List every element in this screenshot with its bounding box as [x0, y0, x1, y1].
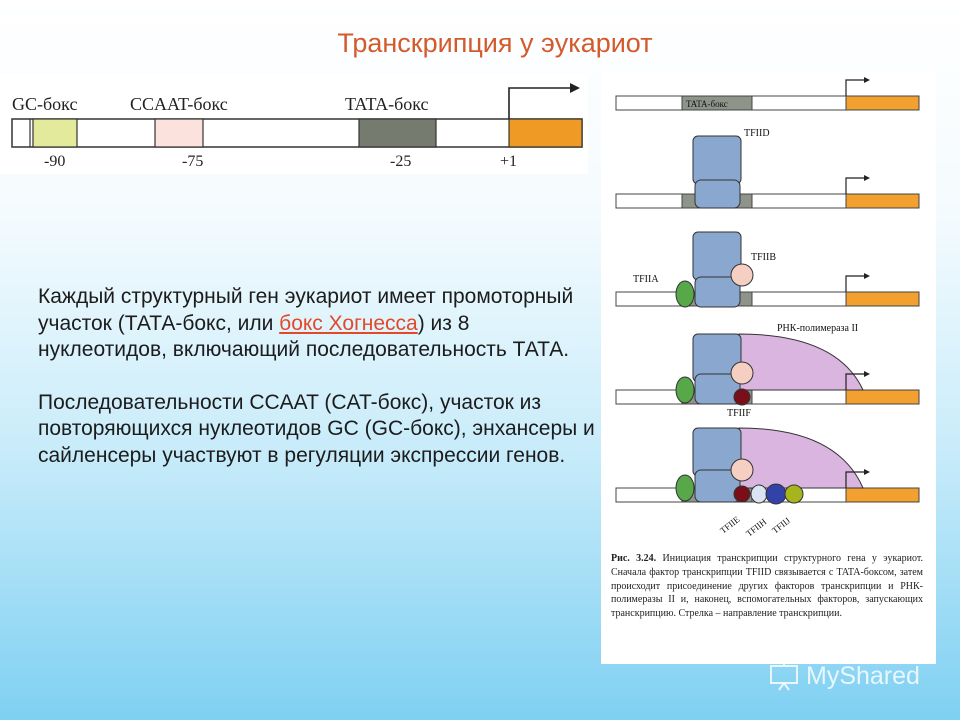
presentation-icon	[770, 662, 798, 691]
fig-tata-label: TATA-бокс	[686, 99, 728, 109]
body-text: Каждый структурный ген эукариот имеет пр…	[38, 284, 598, 469]
tfiia-shape	[675, 280, 695, 308]
ccaat-box	[154, 118, 204, 148]
fig-tfiif-label: TFIIF	[727, 408, 751, 419]
fig-tfiid-label: TFIID	[744, 128, 770, 139]
tata-box	[358, 118, 437, 148]
gc-box-label: GC-бокс	[12, 94, 77, 114]
caption-label: Рис. 3.24.	[611, 553, 657, 564]
row-3: TFIIB TFIIA	[615, 231, 920, 308]
watermark: MyShared	[768, 658, 944, 694]
row-5: TFIIE TFIIH TFIIJ	[615, 427, 920, 539]
paragraph-tata-text-a: Каждый структурный ген эукариот имеет пр…	[38, 285, 574, 335]
tfiib-shape	[730, 263, 754, 287]
tfiid-shape	[692, 135, 742, 185]
pos-tata: -25	[390, 153, 411, 170]
row-2: TFIID	[615, 128, 920, 209]
transcription-start	[508, 118, 583, 148]
transcription-arrow-icon	[508, 87, 572, 119]
hogness-box-link[interactable]: бокс Хогнесса	[279, 311, 418, 335]
paragraph-tata-text-b: ) из 8 нуклеотидов, включающий последова…	[38, 311, 570, 362]
tata-box-label: TATA-бокс	[345, 94, 429, 114]
rna-pol-ii-shape	[738, 333, 864, 391]
row-1: TATA-бокс	[615, 77, 920, 111]
tfiie-shape	[750, 484, 768, 504]
fig-tfiie-label: TFIIE	[718, 514, 742, 536]
gc-box	[32, 118, 78, 148]
promoter-diagram: GC-бокс CCAAT-бокс TATA-бокс -90 -75 -25…	[0, 74, 588, 174]
paragraph-tata: Каждый структурный ген эукариот имеет пр…	[38, 284, 598, 364]
caption-text: Инициация транскрипции структурного гена…	[611, 553, 924, 620]
fig-rna-pol-label: РНК-полимераза II	[777, 323, 858, 334]
fig-tfiih-label: TFIIH	[744, 516, 769, 538]
slide-title: Транскрипция у эукариот	[337, 28, 653, 58]
dna-strip	[11, 118, 583, 148]
fig-tfiij-label: TFIIJ	[770, 515, 792, 535]
ccaat-box-label: CCAAT-бокс	[130, 94, 228, 114]
pos-gc: -90	[44, 153, 65, 170]
watermark-text: MyShared	[806, 661, 920, 690]
paragraph-regulation: Последовательности CCAAT (CAT-бокс), уча…	[38, 390, 595, 467]
tfiif-shape	[733, 388, 751, 406]
tfiih-shape	[765, 483, 787, 505]
figure-caption: Рис. 3.24. Инициация транскрипции структ…	[611, 552, 923, 621]
row-4: РНК-полимераза II TFIIF	[615, 323, 920, 419]
pos-ccaat: -75	[182, 153, 203, 170]
transcription-figure: TATA-бокс TFIID TFIIB TFIIA	[601, 72, 936, 664]
fig-tfiib-label: TFIIB	[751, 252, 776, 263]
tfiij-shape	[784, 484, 804, 504]
fig-tfiia-label: TFIIA	[633, 274, 659, 285]
pos-start: +1	[500, 153, 517, 170]
